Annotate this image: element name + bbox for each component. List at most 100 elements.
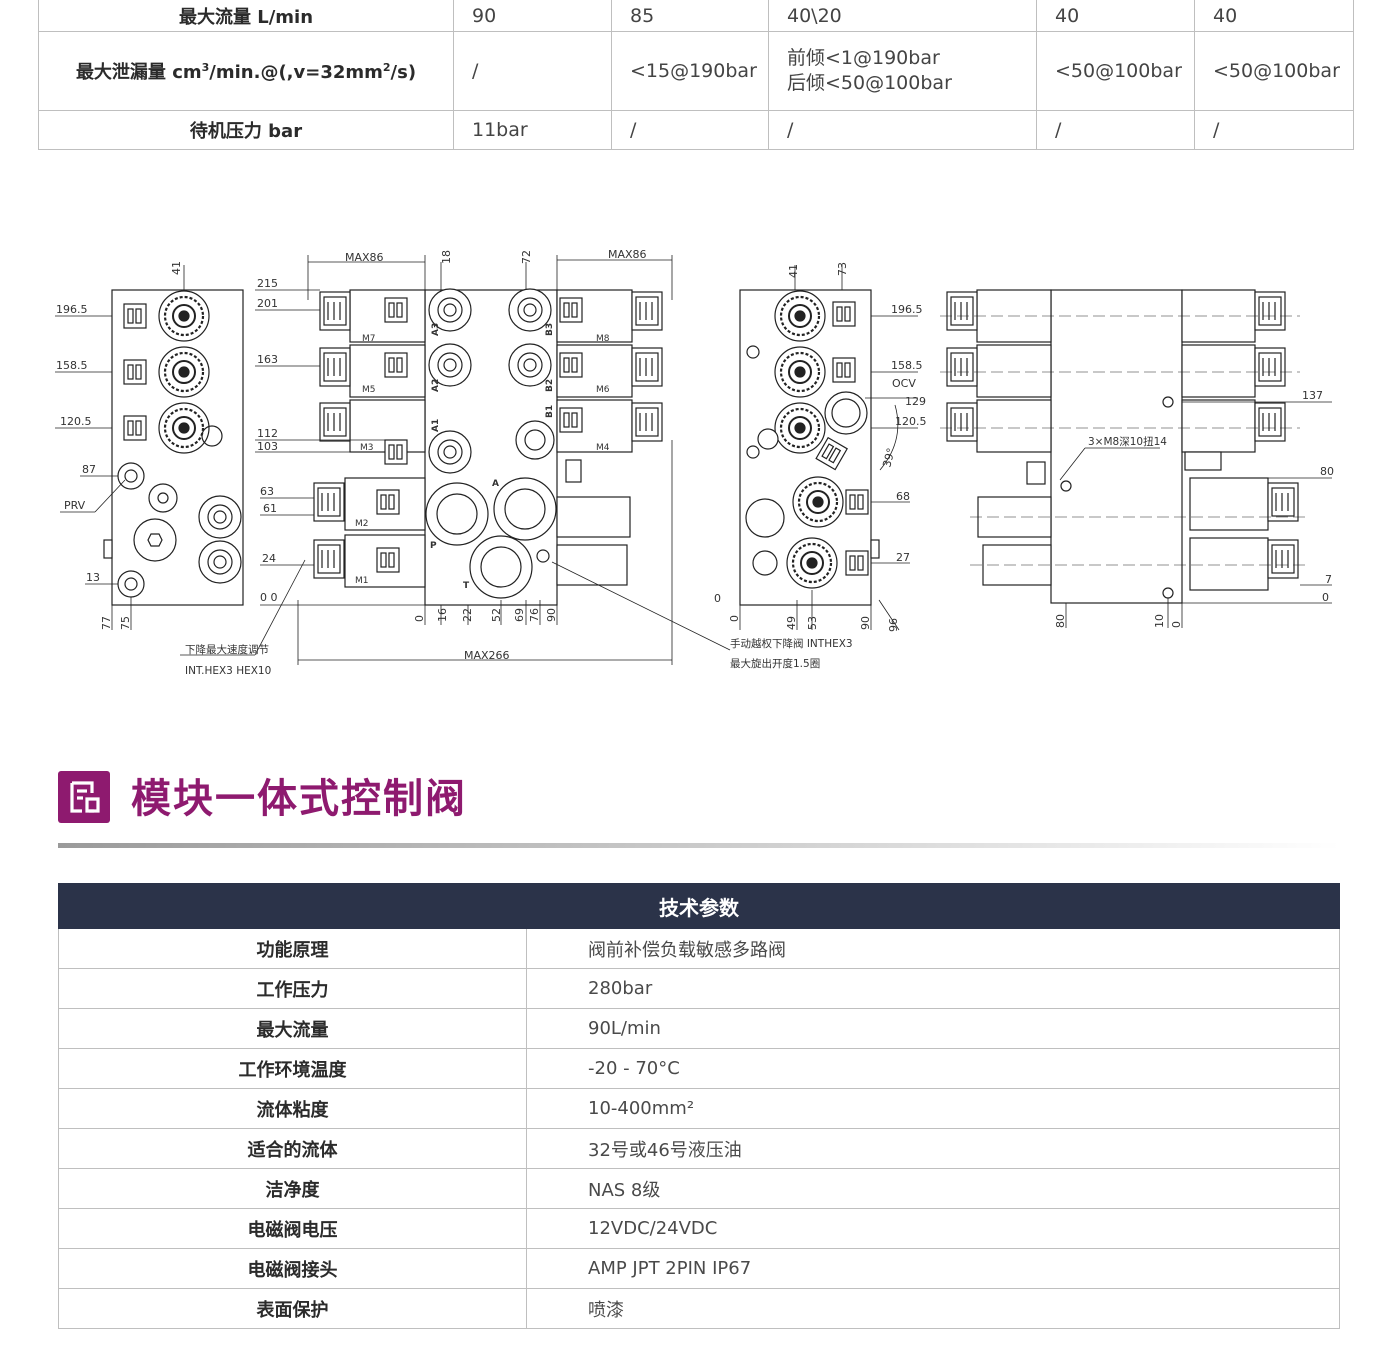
- port-label: T: [463, 581, 470, 591]
- dim-label: 49: [785, 616, 798, 630]
- dim-label: 63: [260, 485, 274, 498]
- cell: /: [611, 110, 769, 150]
- dim-label: 90: [545, 608, 558, 622]
- dim-label: 80: [1054, 614, 1067, 628]
- dim-label: 87: [82, 463, 96, 476]
- dim-label: 61: [263, 502, 277, 515]
- right-side-view: 196.5 158.5 OCV 129 120.5 39° 68 27 41 7…: [714, 262, 927, 632]
- port-label: B2: [545, 379, 555, 392]
- dim-label: 0: [714, 592, 721, 605]
- spec-key: 表面保护: [58, 1288, 527, 1329]
- spec-value: 阀前补偿负载敏感多路阀: [526, 928, 1340, 969]
- spec-value: 喷漆: [526, 1288, 1340, 1329]
- table-row: 工作环境温度-20 - 70°C: [58, 1048, 1340, 1089]
- dim-label: 27: [896, 551, 910, 564]
- port-label: A1: [431, 419, 441, 432]
- port-label: B3: [545, 323, 555, 336]
- dim-label: MAX86: [608, 248, 647, 261]
- dim-label: 41: [170, 261, 183, 275]
- spec-value: 12VDC/24VDC: [526, 1208, 1340, 1249]
- spec-value: 32号或46号液压油: [526, 1128, 1340, 1169]
- port-label: A2: [431, 379, 441, 392]
- coil-label: M4: [596, 443, 610, 453]
- middle-view: MAX86 MAX86 MAX266 215 201 163 112 103 6…: [180, 248, 853, 677]
- spec-value: NAS 8级: [526, 1168, 1340, 1209]
- spec-key: 电磁阀电压: [58, 1208, 527, 1249]
- document-icon-glyph: [70, 781, 100, 813]
- back-view: 137 3×M8深10扭14 80 7 0 80 10 0: [940, 289, 1334, 628]
- row-label: 待机压力 bar: [38, 110, 454, 150]
- spec-value: 90L/min: [526, 1008, 1340, 1049]
- spec-value: AMP JPT 2PIN IP67: [526, 1248, 1340, 1289]
- dim-label: 120.5: [60, 415, 92, 428]
- spec-key: 流体粘度: [58, 1088, 527, 1129]
- table-row: 最大泄漏量 cm3/min.@(,v=32mm2/s) / <15@190bar…: [38, 31, 1354, 111]
- coil-label: M3: [360, 443, 374, 453]
- section-divider: [58, 843, 1340, 848]
- dim-label: 39°: [880, 447, 898, 469]
- table-row: 功能原理阀前补偿负载敏感多路阀: [58, 928, 1340, 969]
- dim-label: 0: [1322, 591, 1329, 604]
- dim-label: 68: [896, 490, 910, 503]
- drawing-svg: 196.5 158.5 120.5 87 PRV 13 41 77 75: [55, 248, 1334, 677]
- port-label: P: [430, 541, 437, 551]
- spec-key: 功能原理: [58, 928, 527, 969]
- cell-line: 后倾<50@100bar: [787, 72, 952, 94]
- dim-label: 96: [887, 618, 900, 632]
- dim-label: 112: [257, 427, 278, 440]
- dim-label: 137: [1302, 389, 1323, 402]
- dim-label: 215: [257, 277, 278, 290]
- left-view: 196.5 158.5 120.5 87 PRV 13 41 77 75: [55, 261, 244, 630]
- cell-line: 前倾<1@190bar: [787, 47, 940, 69]
- coil-label: M2: [355, 519, 369, 529]
- dim-label: 10: [1153, 614, 1166, 628]
- coil-label: M5: [362, 385, 376, 395]
- dim-label: 75: [119, 616, 132, 630]
- cell: 40: [1036, 0, 1195, 32]
- dim-label: 0 0: [260, 591, 278, 604]
- cell: /: [1036, 110, 1195, 150]
- dim-label: 52: [490, 608, 503, 622]
- dim-label: 196.5: [891, 303, 923, 316]
- dim-label: 103: [257, 440, 278, 453]
- port-label: B1: [545, 405, 555, 418]
- dim-label: 24: [262, 552, 276, 565]
- spec-value: -20 - 70°C: [526, 1048, 1340, 1089]
- row-label: 最大泄漏量 cm3/min.@(,v=32mm2/s): [38, 31, 454, 111]
- cell: 11bar: [453, 110, 612, 150]
- dim-label: 73: [836, 262, 849, 276]
- spec-value: 10-400mm²: [526, 1088, 1340, 1129]
- note-text: INT.HEX3 HEX10: [185, 665, 271, 677]
- cell: /: [453, 31, 612, 111]
- dim-label: 18: [440, 250, 453, 264]
- spec-key: 洁净度: [58, 1168, 527, 1209]
- dim-label: MAX266: [464, 649, 510, 662]
- cell: 40\20: [768, 0, 1037, 32]
- coil-label: M7: [362, 334, 376, 344]
- dim-label: 0: [728, 615, 741, 622]
- spec-key: 工作压力: [58, 968, 527, 1009]
- dim-label: 7: [1325, 573, 1332, 586]
- cell: <15@190bar: [611, 31, 769, 111]
- coil-label: M1: [355, 576, 369, 586]
- dim-label: 90: [859, 616, 872, 630]
- dim-label: 76: [528, 608, 541, 622]
- dim-label: 129: [905, 395, 926, 408]
- table-row: 待机压力 bar 11bar / / / /: [38, 110, 1354, 150]
- dim-label: MAX86: [345, 251, 384, 264]
- dim-label: 158.5: [891, 359, 923, 372]
- dim-label: 163: [257, 353, 278, 366]
- dim-label: 53: [806, 616, 819, 630]
- spec-key: 工作环境温度: [58, 1048, 527, 1089]
- cell: 前倾<1@190bar 后倾<50@100bar: [768, 31, 1037, 111]
- cell: 40: [1194, 0, 1354, 32]
- cell: <50@100bar: [1194, 31, 1354, 111]
- coil-label: M8: [596, 334, 610, 344]
